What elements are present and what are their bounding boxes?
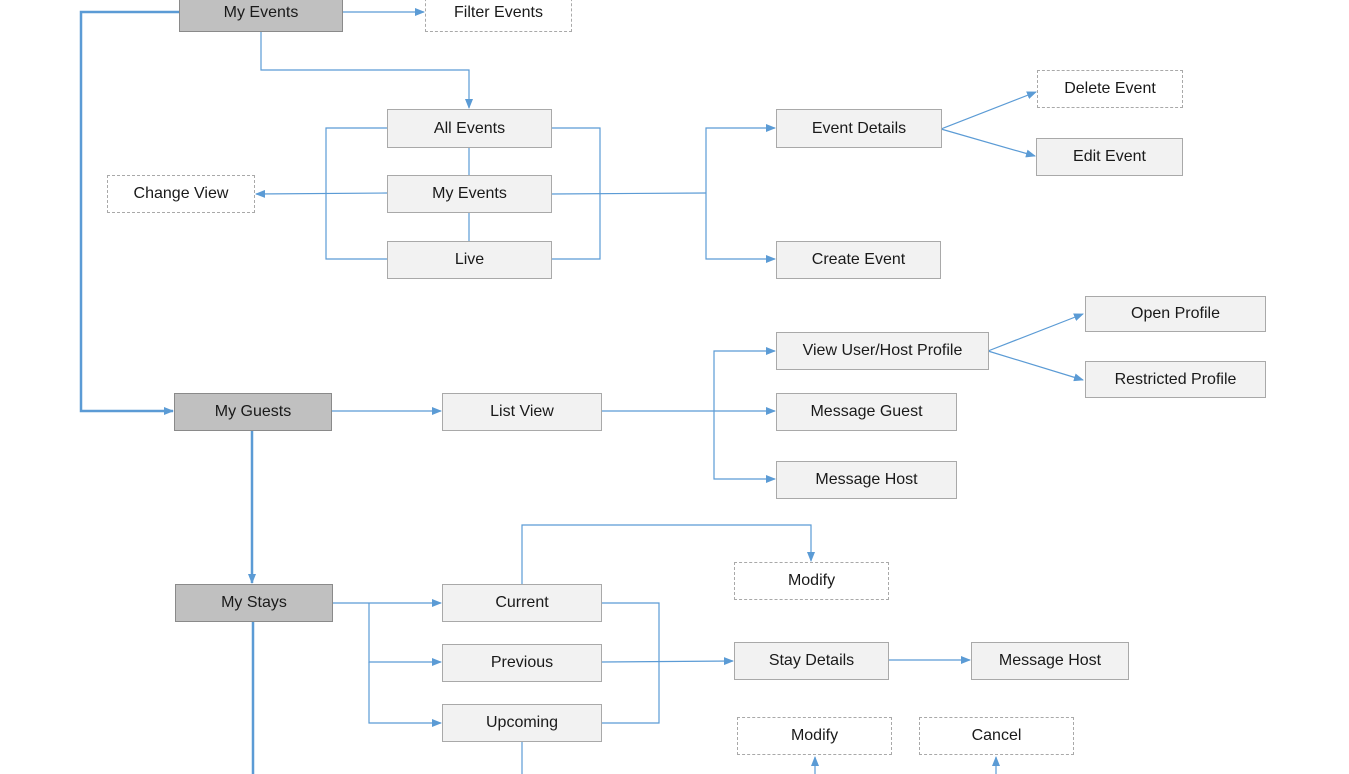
node-change-view: Change View	[107, 175, 255, 213]
node-filter-events: Filter Events	[425, 0, 572, 32]
node-edit-event: Edit Event	[1036, 138, 1183, 176]
edge-previous-staydetails	[601, 657, 734, 666]
node-my-events: My Events	[179, 0, 343, 32]
edge-fork-viewprofile	[713, 347, 776, 411]
node-event-details: Event Details	[776, 109, 942, 148]
node-live: Live	[387, 241, 552, 279]
bracket-stays-right	[602, 602, 660, 724]
edge-stays-upcoming	[368, 662, 442, 727]
edge-fork-eventdetails	[705, 124, 776, 193]
edge-profile-restricted	[987, 350, 1084, 382]
node-stay-details: Stay Details	[734, 642, 889, 680]
edge-profile-open	[987, 313, 1084, 352]
edge-details-edit	[940, 128, 1036, 158]
node-view-profile: View User/Host Profile	[776, 332, 989, 370]
node-cancel: Cancel	[919, 717, 1074, 755]
node-restricted-profile: Restricted Profile	[1085, 361, 1266, 398]
node-my-guests: My Guests	[174, 393, 332, 431]
node-create-event: Create Event	[776, 241, 941, 279]
node-current: Current	[442, 584, 602, 622]
edge-fork-messagehost	[713, 411, 776, 483]
node-my-stays: My Stays	[175, 584, 333, 622]
edge-stays-previous	[368, 603, 442, 666]
node-upcoming: Upcoming	[442, 704, 602, 742]
node-my-events-view: My Events	[387, 175, 552, 213]
node-all-events: All Events	[387, 109, 552, 148]
node-open-profile: Open Profile	[1085, 296, 1266, 332]
node-list-view: List View	[442, 393, 602, 431]
spine-events-to-guests	[79, 10, 179, 415]
node-previous: Previous	[442, 644, 602, 682]
edge-views-fork	[550, 192, 707, 195]
node-modify-current: Modify	[734, 562, 889, 600]
node-stay-message-host: Message Host	[971, 642, 1129, 680]
node-message-guest: Message Guest	[776, 393, 957, 431]
edge-myevents-allevents	[260, 32, 473, 109]
node-delete-event: Delete Event	[1037, 70, 1183, 108]
node-modify-upcoming: Modify	[737, 717, 892, 755]
edge-current-modify	[521, 524, 815, 584]
node-message-host: Message Host	[776, 461, 957, 499]
edge-fork-createevent	[705, 193, 776, 263]
edge-details-delete	[940, 91, 1037, 130]
edge-views-changeview	[255, 189, 388, 198]
